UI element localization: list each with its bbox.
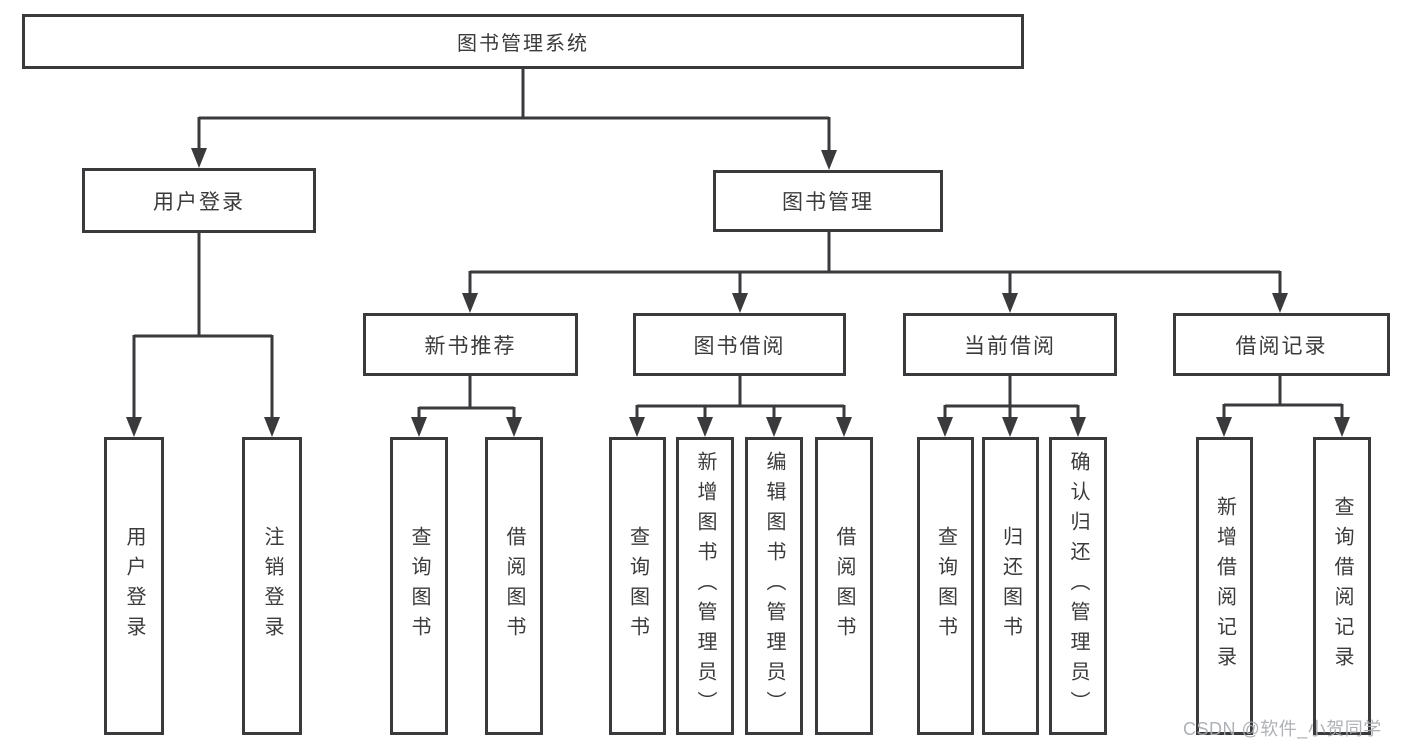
leaf-add-books-admin-label: 新增图书（管理员） (694, 451, 716, 721)
leaf-add-borrow-record-label: 新增借阅记录 (1213, 496, 1236, 676)
leaf-return-books: 归还图书 (982, 437, 1039, 735)
node-user-login: 用户登录 (82, 168, 316, 233)
watermark: CSDN @软件_小贺同学 (1183, 719, 1382, 739)
leaf-confirm-return-admin-label: 确认归还（管理员） (1067, 451, 1089, 721)
leaf-edit-books-admin-label: 编辑图书（管理员） (763, 451, 785, 721)
leaf-query-books-current-label: 查询图书 (934, 526, 957, 646)
leaf-add-borrow-record: 新增借阅记录 (1196, 437, 1253, 735)
node-current-borrowing: 当前借阅 (903, 313, 1117, 376)
leaf-borrow-books-recommend-label: 借阅图书 (503, 526, 525, 646)
leaf-user-login-label: 用户登录 (123, 526, 145, 646)
leaf-query-books-borrowing-label: 查询图书 (626, 526, 649, 646)
leaf-borrow-books-recommend: 借阅图书 (485, 437, 543, 735)
leaf-confirm-return-admin: 确认归还（管理员） (1049, 437, 1107, 735)
leaf-logout-label: 注销登录 (261, 526, 283, 646)
leaf-borrow-books-label: 借阅图书 (833, 526, 855, 646)
node-book-borrowing: 图书借阅 (633, 313, 846, 376)
node-borrowing-records: 借阅记录 (1173, 313, 1390, 376)
arrowheads (126, 148, 1350, 437)
leaf-query-borrow-record-label: 查询借阅记录 (1331, 496, 1353, 676)
leaf-query-borrow-record: 查询借阅记录 (1313, 437, 1371, 735)
leaf-query-books-recommend: 查询图书 (390, 437, 448, 735)
node-new-book-recommendation: 新书推荐 (363, 313, 578, 376)
leaf-borrow-books: 借阅图书 (815, 437, 873, 735)
leaf-add-books-admin: 新增图书（管理员） (676, 437, 734, 735)
node-library-management-system: 图书管理系统 (22, 14, 1024, 69)
leaf-edit-books-admin: 编辑图书（管理员） (745, 437, 803, 735)
leaf-user-login: 用户登录 (104, 437, 164, 735)
leaf-query-books-borrowing: 查询图书 (609, 437, 666, 735)
leaf-query-books-recommend-label: 查询图书 (408, 526, 430, 646)
leaf-query-books-current: 查询图书 (917, 437, 974, 735)
leaf-return-books-label: 归还图书 (999, 526, 1022, 646)
node-book-management: 图书管理 (713, 170, 943, 232)
leaf-logout: 注销登录 (242, 437, 302, 735)
